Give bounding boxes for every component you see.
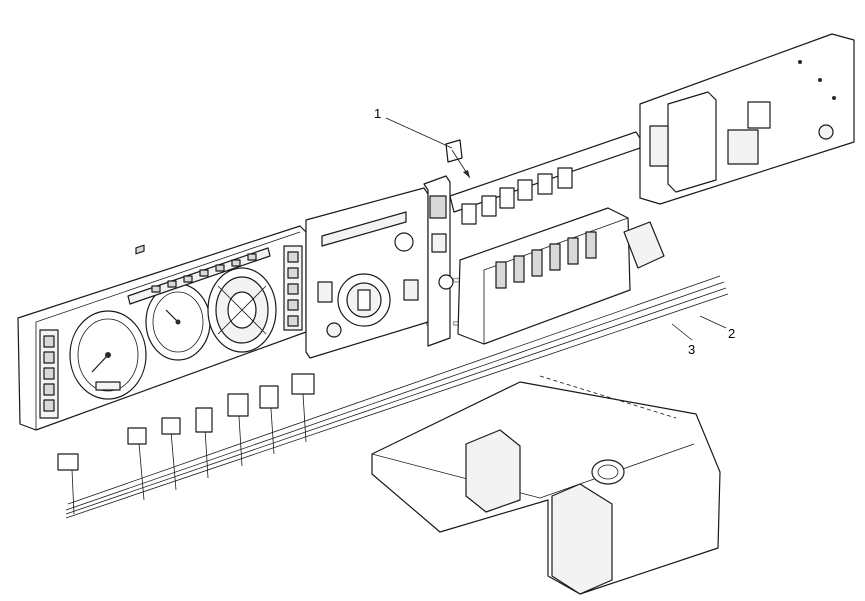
wire-harness [65, 275, 729, 519]
center-panel [305, 187, 429, 359]
connector [161, 417, 181, 435]
relay-fuse-module [423, 131, 665, 347]
label-plate [445, 139, 463, 163]
connector-group [57, 373, 315, 471]
connector [57, 453, 79, 471]
callout-labels: 1 2 3 [374, 106, 735, 357]
left-instrument-panel [17, 225, 307, 431]
console-gauge [591, 459, 625, 485]
connector [127, 427, 147, 445]
left-switch-column [39, 329, 59, 419]
connector [259, 385, 279, 409]
callout-leaders [385, 117, 727, 341]
connector [227, 393, 249, 417]
speedometer-gauge [145, 283, 211, 361]
relay-row [461, 167, 573, 225]
callout-3-leader [671, 323, 693, 341]
connector [195, 407, 213, 433]
console-cover [371, 375, 721, 595]
callout-3-label: 3 [688, 342, 695, 357]
connector [291, 373, 315, 395]
callout-2-leader [699, 315, 727, 329]
callout-2-label: 2 [728, 326, 735, 341]
mounting-plate [639, 33, 855, 205]
callout-1-label: 1 [374, 106, 381, 121]
indicator-lamp-strip [127, 244, 271, 305]
tachometer-gauge [69, 310, 147, 400]
panel-switch-column [283, 245, 303, 331]
combination-gauge [207, 267, 277, 353]
callout-1-leader [385, 117, 453, 149]
fuse-row [495, 231, 597, 289]
